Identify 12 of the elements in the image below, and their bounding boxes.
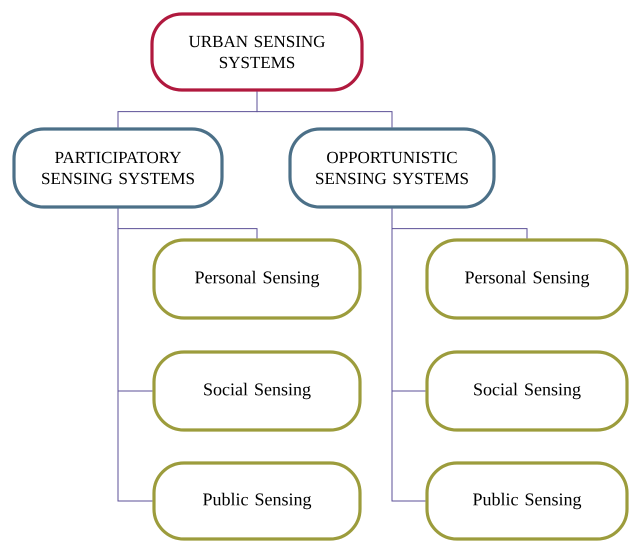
category-box: OPPORTUNISTIC SENSING SYSTEMS: [288, 127, 496, 209]
leaf-box: Personal Sensing: [425, 238, 629, 320]
root-box: URBAN SENSING SYSTEMS: [150, 12, 364, 92]
leaf-box: Social Sensing: [152, 350, 362, 432]
leaf-box: Personal Sensing: [152, 238, 362, 320]
connector-line: [392, 208, 426, 502]
leaf-box: Public Sensing: [425, 461, 629, 541]
leaf-box: Public Sensing: [152, 461, 362, 541]
leaf-box: Social Sensing: [425, 350, 629, 432]
connector-line: [118, 208, 153, 502]
connector-line: [256, 91, 392, 128]
category-box: PARTICIPATORY SENSING SYSTEMS: [12, 127, 224, 209]
